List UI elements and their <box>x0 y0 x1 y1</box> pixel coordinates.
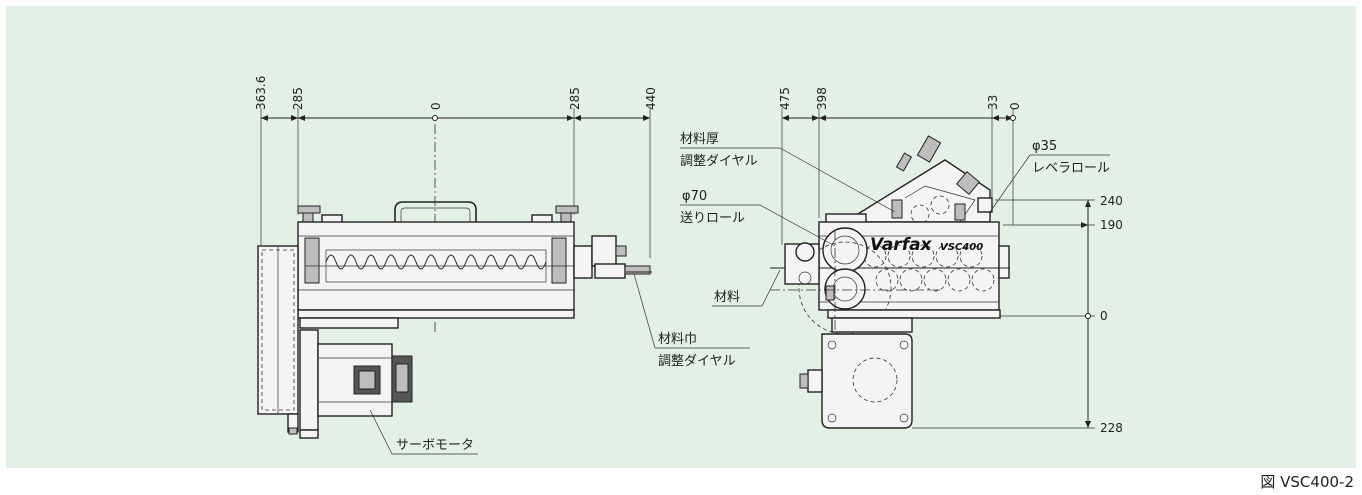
label-width-dial-1: 材料巾 <box>658 332 697 347</box>
dim-right-475: 475 <box>778 87 792 110</box>
label-leveler-roll: レベラロール <box>1032 161 1110 176</box>
label-feed-roll: 送りロール <box>680 211 745 226</box>
servo-motor <box>299 329 413 439</box>
dim-right-240: 240 <box>1100 194 1123 208</box>
label-width-dial-2: 調整ダイヤル <box>658 354 736 369</box>
dim-right-0-top: 0 <box>1008 102 1022 110</box>
dim-right-0: 0 <box>1100 309 1108 323</box>
right-view: 475 398 33 0 240 190 0 228 <box>680 87 1123 435</box>
model-logo: VSC400 <box>940 242 983 253</box>
dim-right-33: 33 <box>986 95 1000 110</box>
dim-right-190: 190 <box>1100 218 1123 232</box>
label-material: 材料 <box>714 290 740 305</box>
dim-left-285b: 285 <box>568 87 582 110</box>
left-view: 363.6 285 0 285 440 <box>254 76 750 455</box>
dim-left-363-6: 363.6 <box>254 76 268 110</box>
label-servo-motor: サーボモータ <box>396 438 474 453</box>
label-leveler-roll-dia: φ35 <box>1032 139 1057 154</box>
drawing-panel <box>6 6 1356 468</box>
brand-logo: Varfax <box>870 235 933 255</box>
label-thickness-dial-2: 調整ダイヤル <box>680 154 758 169</box>
dim-left-0: 0 <box>429 102 443 110</box>
dim-left-285a: 285 <box>291 87 305 110</box>
dim-right-228: 228 <box>1100 421 1123 435</box>
leveler-rolls <box>863 244 995 292</box>
dim-left-440: 440 <box>644 87 658 110</box>
label-feed-roll-dia: φ70 <box>682 189 707 204</box>
dim-right-398: 398 <box>815 87 829 110</box>
label-thickness-dial-1: 材料厚 <box>680 132 719 147</box>
figure-caption: 図 VSC400-2 <box>1260 473 1354 491</box>
